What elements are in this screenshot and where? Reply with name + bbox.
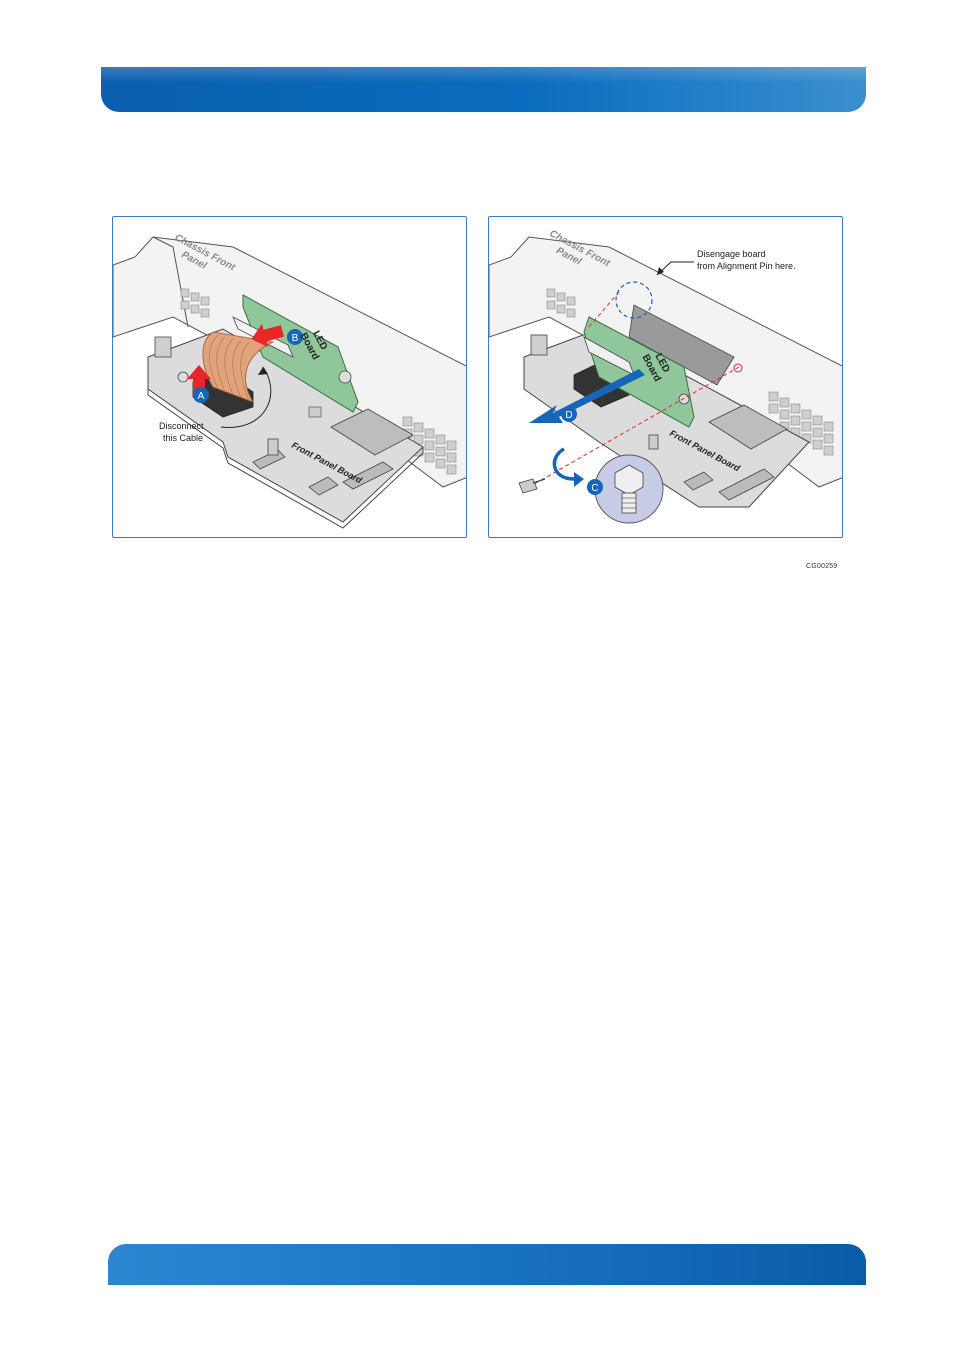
illustration-right: D C Chassis Front Panel LED Board Front … xyxy=(489,228,842,524)
note-line1: Disengage board xyxy=(697,249,766,259)
figure-id: CG00259 xyxy=(806,563,838,570)
note-line2: from Alignment Pin here. xyxy=(697,261,796,271)
footer-banner xyxy=(108,1244,866,1285)
figure-panel-disconnect-cable: A B Chassis Front Panel LED Board Front … xyxy=(112,216,467,538)
callout-c-label: C xyxy=(591,483,598,494)
figure-panel-remove-led-board: D C Chassis Front Panel LED Board Front … xyxy=(488,216,843,538)
callout-d-label: D xyxy=(565,410,572,421)
callout-a-label: A xyxy=(198,391,205,402)
note-line2: this Cable xyxy=(163,433,203,443)
header-banner xyxy=(101,67,866,112)
illustration-left: A B Chassis Front Panel LED Board Front … xyxy=(113,232,466,529)
note-line1: Disconnect xyxy=(159,421,204,431)
callout-b-label: B xyxy=(292,333,299,344)
